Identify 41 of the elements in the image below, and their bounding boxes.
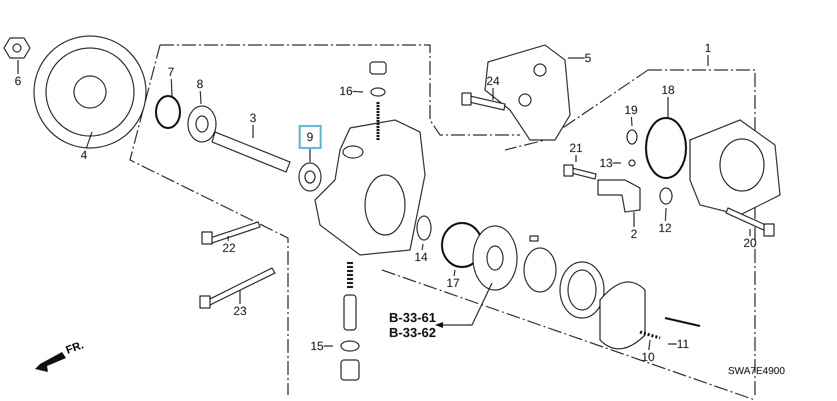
- leader-line: [648, 340, 650, 350]
- callout-number: 22: [222, 241, 236, 255]
- callout-number: 24: [486, 74, 500, 88]
- callout-number: 13: [599, 156, 613, 170]
- callout-number: 15: [310, 339, 324, 353]
- callout-number: 10: [641, 350, 655, 364]
- leader-line: [612, 162, 622, 164]
- leader-line: [422, 244, 424, 250]
- callout-number: 19: [624, 103, 638, 117]
- callout-number: 6: [14, 74, 22, 88]
- leader-line: [630, 116, 632, 126]
- callout-number: 21: [569, 141, 583, 155]
- leader-line: [252, 124, 254, 138]
- callout-number: 4: [80, 148, 88, 162]
- callout-number: 14: [414, 250, 428, 264]
- reference-code: B-33-62: [389, 325, 436, 340]
- leader-line: [86, 132, 92, 148]
- leader-line: [454, 270, 456, 276]
- front-direction-label: FR.: [64, 339, 86, 357]
- diagram-code: SWA7E4900: [728, 366, 785, 377]
- leader-line: [435, 282, 492, 328]
- callout-number: 8: [196, 77, 204, 91]
- callout-number: 18: [661, 83, 675, 97]
- leader-line: [170, 78, 172, 96]
- callout-number: 11: [676, 337, 690, 351]
- leader-line: [352, 90, 364, 92]
- callout-number: 2: [630, 227, 638, 241]
- callout-number: 12: [658, 221, 672, 235]
- callout-number: 9: [298, 125, 322, 149]
- leader-line: [200, 90, 202, 104]
- callout-number: 3: [250, 111, 256, 125]
- callout-number: 1: [704, 41, 712, 55]
- leader-line: [228, 236, 229, 242]
- callout-number: 16: [339, 84, 353, 98]
- callout-number: 7: [168, 65, 174, 79]
- leader-line: [664, 208, 666, 222]
- reference-code: B-33-61: [389, 310, 436, 325]
- callout-number: 17: [446, 276, 460, 290]
- callout-number: 5: [584, 51, 592, 65]
- callout-number: 23: [233, 304, 247, 318]
- leader-line: [492, 88, 494, 100]
